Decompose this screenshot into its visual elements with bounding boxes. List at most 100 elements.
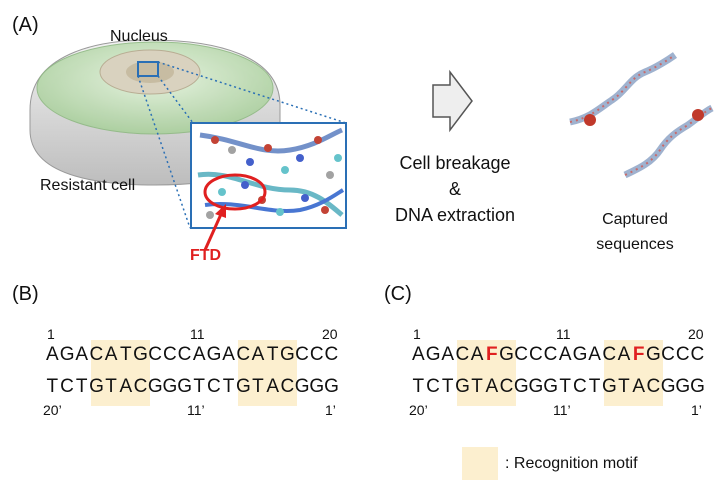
process-step-line-3: DNA extraction	[394, 205, 516, 225]
panel-label-c: (C)	[384, 283, 412, 305]
nucleotide: G	[499, 344, 514, 365]
legend-swatch	[462, 447, 498, 480]
nucleotide: C	[528, 344, 543, 365]
bottom-number-c-1: 1’	[691, 402, 702, 418]
ftd-arrow	[203, 211, 224, 251]
nucleotide: G	[455, 376, 470, 397]
nucleotide: G	[528, 376, 544, 397]
nucleotide: A	[222, 344, 235, 365]
nucleotide: T	[266, 344, 279, 365]
resistant-cell-label: Resistant cell	[40, 177, 136, 194]
zoom-selection-box	[137, 61, 159, 77]
nucleotide: G	[425, 344, 441, 365]
nucleotide: G	[601, 376, 617, 397]
bottom-number-c-11: 11’	[553, 402, 571, 418]
nucleotide: G	[89, 376, 104, 397]
nucleotide: T	[119, 344, 132, 365]
captured-line-1: Captured	[602, 211, 668, 228]
dna-zoom-box	[190, 122, 347, 229]
nucleotide: T	[588, 376, 601, 397]
nucleotide: T	[105, 376, 117, 397]
nucleotide: G	[572, 344, 588, 365]
top-number-b-11: 11	[190, 326, 205, 342]
nucleotide: A	[470, 344, 484, 365]
process-step-line-2: &	[448, 179, 461, 199]
top-number-c-20: 20	[688, 326, 704, 342]
panel-label-b: (B)	[12, 283, 39, 305]
nucleotide: T	[559, 376, 572, 397]
nucleotide: A	[617, 344, 631, 365]
nucleotide: C	[60, 376, 74, 397]
nucleotide: T	[252, 376, 264, 397]
nucleotide: G	[162, 376, 178, 397]
top-number-c-11: 11	[556, 326, 571, 342]
nucleotide: C	[133, 376, 148, 397]
nucleotide: F	[485, 344, 498, 365]
nucleotide: C	[646, 376, 661, 397]
nucleotide: C	[236, 344, 251, 365]
nucleotide: A	[558, 344, 572, 365]
nucleotide: G	[543, 376, 558, 397]
nucleotide: C	[207, 376, 221, 397]
recognition-motif-c-1	[457, 340, 516, 406]
nucleotide: A	[192, 344, 206, 365]
nucleotide: A	[46, 344, 59, 365]
nucleotide: A	[251, 344, 265, 365]
nucleotide: A	[441, 344, 455, 365]
nucleotide: A	[266, 376, 279, 397]
nucleotide: T	[193, 376, 206, 397]
process-step-label: Cell breakage & DNA extraction	[385, 150, 525, 228]
nucleotide: F	[632, 344, 645, 365]
nucleotide: C	[177, 344, 192, 365]
nucleotide: C	[295, 344, 309, 365]
recognition-motif-c-2	[604, 340, 663, 406]
nucleotide: G	[324, 376, 339, 397]
nucleotide: C	[675, 344, 690, 365]
bottom-number-b-11: 11’	[187, 402, 205, 418]
nucleotide: A	[632, 376, 645, 397]
nucleotide: T	[618, 376, 630, 397]
nucleotide: C	[499, 376, 514, 397]
nucleotide: C	[148, 344, 163, 365]
nucleotide: C	[455, 344, 470, 365]
top-number-b-20: 20	[322, 326, 338, 342]
nucleotide: C	[324, 344, 339, 365]
nucleotide: T	[441, 376, 454, 397]
nucleotide: G	[147, 376, 163, 397]
top-number-b-1: 1	[47, 326, 55, 342]
nucleotide: C	[602, 344, 617, 365]
nucleotide: G	[133, 344, 148, 365]
nucleotide: A	[104, 344, 118, 365]
nucleotide: C	[162, 344, 177, 365]
nucleotide: G	[646, 344, 661, 365]
nucleotide: G	[206, 344, 222, 365]
nucleotide: C	[426, 376, 440, 397]
captured-sequences-illustration	[569, 52, 714, 179]
nucleotide: G	[235, 376, 251, 397]
process-arrow	[432, 69, 473, 133]
nucleotide: G	[280, 344, 295, 365]
nucleotide: G	[675, 376, 691, 397]
nucleus-label: Nucleus	[110, 28, 168, 45]
nucleotide: T	[412, 376, 425, 397]
captured-sequences-label: Captured sequences	[585, 207, 685, 257]
bottom-number-c-20: 20’	[409, 402, 428, 418]
nucleotide: C	[661, 344, 675, 365]
nucleotide: A	[119, 376, 133, 397]
top-number-c-1: 1	[413, 326, 421, 342]
nucleotide: A	[485, 376, 499, 397]
nucleotide: T	[46, 376, 59, 397]
bottom-number-b-1: 1’	[325, 402, 336, 418]
nucleotide: C	[89, 344, 104, 365]
nucleotide: C	[573, 376, 587, 397]
nucleotide: C	[514, 344, 529, 365]
recognition-motif-b-1	[91, 340, 150, 406]
nucleotide: T	[75, 376, 88, 397]
bottom-number-b-20: 20’	[43, 402, 62, 418]
nucleotide: G	[59, 344, 75, 365]
nucleotide: A	[75, 344, 89, 365]
